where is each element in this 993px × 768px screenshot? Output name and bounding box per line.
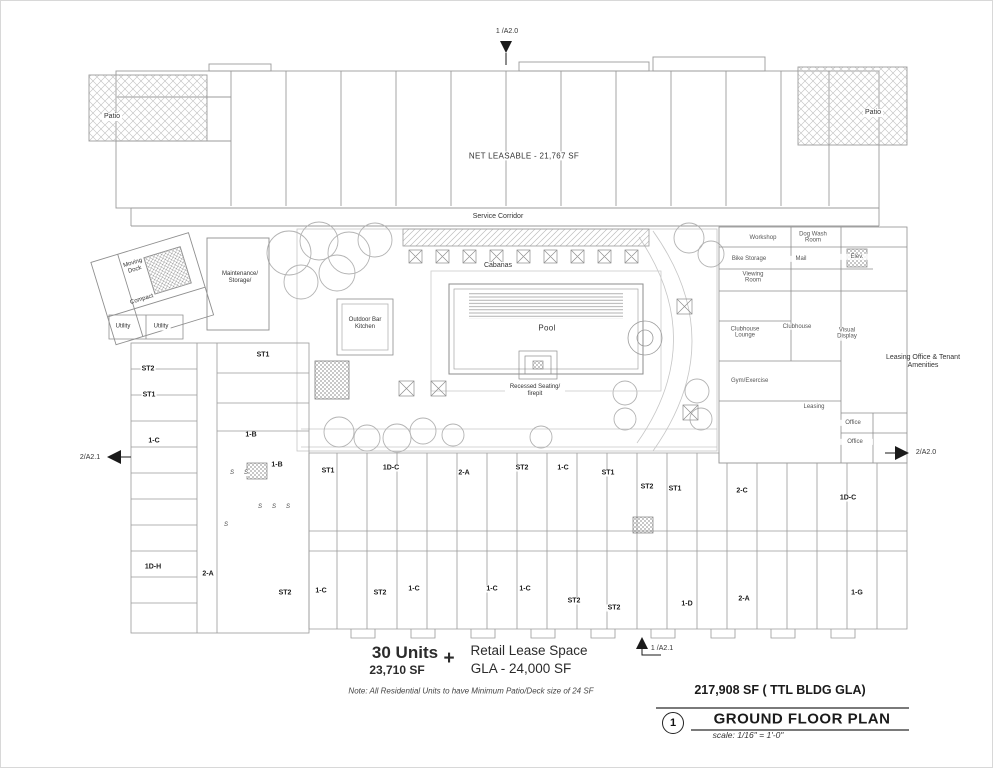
maintenance-room	[206, 237, 270, 331]
maintenance-label: Maintenance/ Storage/	[212, 271, 268, 285]
room-label: Gym/Exercise	[731, 377, 769, 385]
room-label: Leasing	[796, 403, 832, 411]
outdoor-bar-outline	[336, 298, 394, 356]
left-section-marker-label: 2/A2.1	[79, 453, 101, 461]
stair-shaft	[632, 516, 654, 534]
bottom-section-marker-label: 1 /A2.1	[650, 644, 674, 652]
unit-label: 1-C	[407, 585, 421, 593]
stair-marker: S	[271, 504, 277, 510]
top-section-marker-label: 1 /A2.0	[495, 27, 519, 35]
stair-marker: S	[243, 470, 249, 476]
room-label: Visual Display	[829, 327, 865, 341]
cabana-band	[402, 228, 650, 247]
unit-label: ST2	[639, 483, 655, 491]
umbrella-markers	[398, 298, 699, 421]
unit-label: ST2	[514, 464, 530, 472]
left-wing-grid	[130, 342, 310, 634]
fountain	[627, 320, 663, 356]
utility-rooms	[108, 314, 184, 340]
drawing-scale: scale: 1/16" = 1'-0"	[712, 730, 784, 741]
units-count: 30 Units	[371, 643, 439, 663]
amenity-block-outline	[718, 226, 908, 464]
unit-label: ST1	[667, 485, 683, 493]
unit-label: 1-C	[147, 437, 161, 445]
utility-label-a: Utility	[113, 323, 133, 331]
room-label: Viewing Room	[735, 271, 771, 285]
stair-shaft	[246, 462, 268, 480]
room-label: Workshop	[745, 234, 781, 242]
outdoor-bar-label: Outdoor Bar Kitchen	[343, 317, 387, 331]
service-corridor-outline	[130, 207, 880, 227]
room-label: Clubhouse Lounge	[727, 326, 763, 340]
drawing-title: GROUND FLOOR PLAN	[713, 710, 891, 728]
unit-label: ST2	[566, 597, 582, 605]
retail-gla: GLA - 24,000 SF	[470, 661, 572, 677]
unit-label: 1D-C	[838, 494, 858, 502]
right-section-marker-label: 2/A2.0	[915, 448, 937, 456]
section-markers	[107, 41, 909, 656]
amenities-caption: Leasing Office & Tenant Amenities	[885, 353, 961, 369]
unit-label: 1D-C	[381, 464, 401, 472]
stair-marker: S	[285, 504, 291, 510]
unit-label: 1-C	[314, 587, 328, 595]
unit-label: 1-C	[485, 585, 499, 593]
unit-label: 1D-H	[143, 563, 163, 571]
unit-label: 2-C	[735, 487, 749, 495]
stair-shaft	[314, 360, 350, 400]
unit-label: ST2	[606, 604, 622, 612]
unit-label: 2-A	[201, 570, 215, 578]
cabanas-label: Cabanas	[481, 261, 515, 271]
sheet-number-bubble: 1	[662, 712, 684, 734]
unit-label: 2-A	[457, 469, 471, 477]
residential-note: Note: All Residential Units to have Mini…	[348, 686, 594, 696]
unit-label: 1-C	[518, 585, 532, 593]
unit-label: ST1	[320, 467, 336, 475]
net-leasable-label: NET LEASABLE - 21,767 SF	[466, 151, 582, 161]
plus-sign: +	[443, 648, 455, 670]
patio-right-area	[797, 66, 908, 146]
patio-left-label: Patio	[102, 112, 122, 122]
room-label: Office	[837, 438, 873, 446]
retail-lease-title: Retail Lease Space	[470, 643, 588, 659]
bottom-wing-grid	[308, 452, 908, 639]
unit-label: 1-D	[680, 600, 694, 608]
unit-label: ST2	[140, 365, 156, 373]
patio-left-area	[88, 74, 208, 142]
stair-marker: S	[257, 504, 263, 510]
room-label: Dog Wash Room	[795, 231, 831, 245]
stair-marker: S	[229, 470, 235, 476]
unit-label: ST1	[255, 351, 271, 359]
room-label: Mail	[783, 255, 819, 263]
stair-marker: S	[223, 522, 229, 528]
room-label: Bike Storage	[731, 255, 767, 263]
unit-label: 1-B	[270, 461, 284, 469]
service-corridor-label: Service Corridor	[470, 212, 526, 222]
recessed-seating-outline	[518, 350, 558, 380]
unit-label: ST2	[372, 589, 388, 597]
unit-label: ST2	[277, 589, 293, 597]
unit-label: ST1	[141, 391, 157, 399]
utility-label-b: Utility	[151, 323, 171, 331]
unit-label: 2-A	[737, 595, 751, 603]
room-label: Clubhouse	[779, 323, 815, 331]
pool-label: Pool	[536, 323, 558, 333]
retail-strip-outline	[115, 56, 880, 209]
cabana-seats	[408, 249, 639, 264]
recessed-seating-label: Recessed Seating/ firepit	[505, 384, 565, 398]
room-label: Elev.	[839, 253, 875, 261]
unit-label: 1-B	[244, 431, 258, 439]
trees	[266, 221, 725, 453]
units-sf: 23,710 SF	[369, 663, 425, 678]
unit-label: 1-C	[556, 464, 570, 472]
room-label: Office	[835, 419, 871, 427]
total-bldg-gla: 217,908 SF ( TTL BLDG GLA)	[694, 682, 866, 697]
unit-label: 1-G	[850, 589, 864, 597]
patio-right-label: Patio	[863, 108, 883, 118]
unit-label: ST1	[600, 469, 616, 477]
